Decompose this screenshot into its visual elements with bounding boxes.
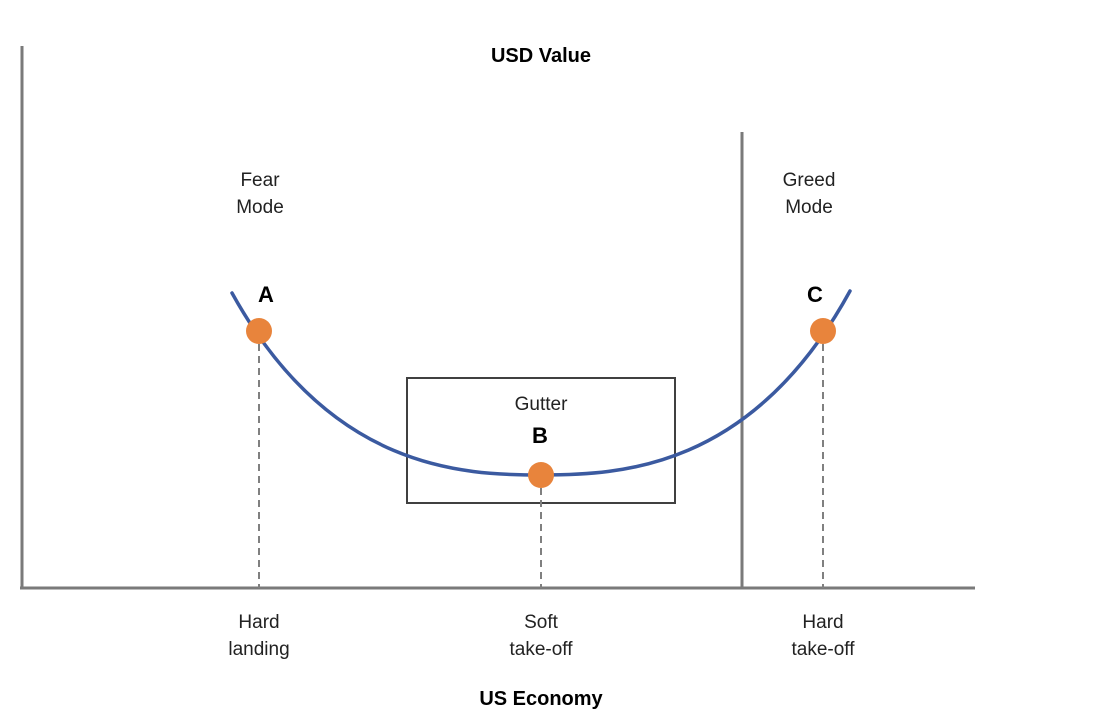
point-c-label: C (807, 282, 823, 307)
hard-takeoff-line-2: take-off (791, 639, 855, 660)
hard-takeoff-line-1: Hard (802, 612, 844, 633)
y-axis-title: USD Value (490, 45, 592, 67)
fear-mode-line-1: Fear (240, 170, 280, 191)
soft-takeoff-line-2: take-off (509, 639, 573, 660)
point-c-marker (810, 318, 836, 344)
soft-takeoff-label: Soft take-off (481, 609, 601, 663)
x-axis-title: US Economy (479, 688, 603, 710)
hard-landing-line-2: landing (228, 639, 290, 660)
hard-takeoff-label: Hard take-off (763, 609, 883, 663)
point-a-label: A (258, 282, 274, 307)
fear-mode-label: Fear Mode (200, 167, 320, 221)
greed-mode-line-2: Mode (785, 197, 833, 218)
point-b-label: B (532, 423, 548, 448)
point-a-marker (246, 318, 272, 344)
hard-landing-line-1: Hard (238, 612, 280, 633)
soft-takeoff-line-1: Soft (524, 612, 558, 633)
greed-mode-label: Greed Mode (749, 167, 869, 221)
gutter-label: Gutter (514, 394, 568, 415)
hard-landing-label: Hard landing (199, 609, 319, 663)
greed-mode-line-1: Greed (782, 170, 836, 191)
fear-mode-line-2: Mode (236, 197, 284, 218)
point-b-marker (528, 462, 554, 488)
